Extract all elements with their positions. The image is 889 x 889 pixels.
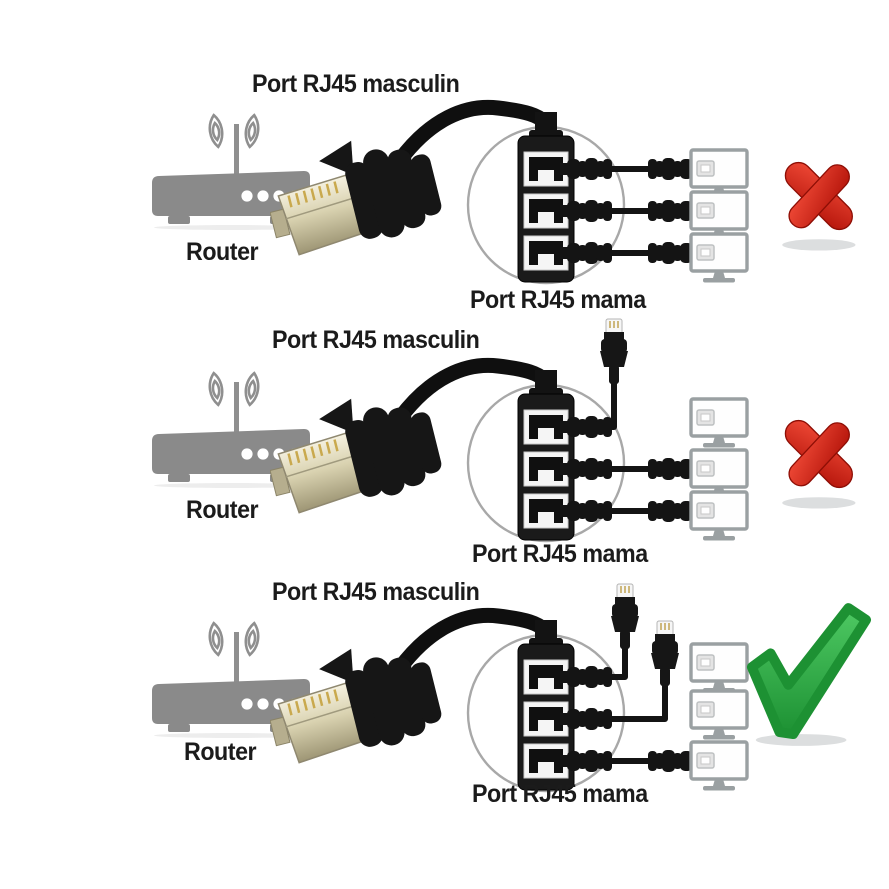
monitor-icon (689, 490, 749, 543)
patch-cables (608, 166, 652, 256)
router-label: Router (186, 496, 259, 524)
monitor-icon (689, 642, 749, 695)
unplugged-rj45-up-icon (610, 583, 640, 649)
monitor-icon (689, 232, 749, 285)
row-2-art (150, 318, 859, 543)
diagram-row-1: Port RJ45 masculin Router Port RJ45 mama (0, 60, 889, 318)
port-plug-icon (560, 416, 612, 438)
male-port-label: Port RJ45 masculin (272, 326, 480, 354)
port-plug-icon (560, 158, 612, 180)
port-plug-icon (560, 708, 612, 730)
male-port-label: Port RJ45 masculin (252, 70, 460, 98)
female-port-label: Port RJ45 mama (470, 286, 646, 314)
monitor-icon (689, 397, 749, 450)
port-plug-icon (560, 750, 612, 772)
red-x-icon (779, 414, 859, 510)
diagram-row-3: Port RJ45 masculin Router Port RJ45 mama (0, 568, 889, 826)
diagram-row-2: Port RJ45 masculin Router Port RJ45 mama (0, 318, 889, 576)
row-1-art (150, 60, 859, 285)
female-port-label: Port RJ45 mama (472, 780, 648, 808)
router-label: Router (186, 238, 259, 266)
port-plug-icon (560, 500, 612, 522)
port-plug-icon (560, 458, 612, 480)
patch-cables (606, 648, 668, 764)
male-port-label: Port RJ45 masculin (272, 578, 480, 606)
port-plug-icon (560, 200, 612, 222)
router-label: Router (184, 738, 257, 766)
unplugged-rj45-up-icon (599, 318, 629, 384)
port-plug-icon (560, 242, 612, 264)
green-check-icon (752, 608, 866, 746)
female-port-label: Port RJ45 mama (472, 540, 648, 568)
red-x-icon (779, 156, 859, 252)
port-plug-icon (560, 666, 612, 688)
monitor-icon (689, 689, 749, 742)
unplugged-rj45-up-icon (650, 620, 680, 686)
row-3-art (150, 583, 889, 793)
monitor-icon (689, 740, 749, 793)
